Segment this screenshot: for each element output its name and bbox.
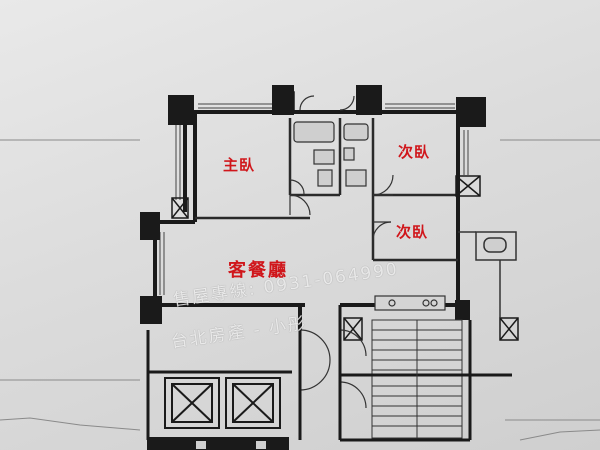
door-swings (289, 95, 394, 409)
elevators (147, 377, 289, 450)
corridor-walls (146, 305, 472, 442)
columns (140, 85, 486, 324)
shafts (147, 91, 519, 341)
windows (159, 103, 469, 295)
room-label-living-dining: 客餐廳 (228, 260, 288, 281)
room-label-master-bedroom: 主臥 (223, 156, 256, 174)
bathroom-fixtures (293, 121, 369, 187)
room-label-bedroom-upper: 次臥 (398, 143, 431, 161)
room-label-bedroom-lower: 次臥 (396, 223, 429, 241)
stairs (340, 319, 512, 439)
kitchen-counter (374, 295, 446, 311)
neighbor-outline (0, 139, 600, 441)
balcony (458, 231, 517, 318)
